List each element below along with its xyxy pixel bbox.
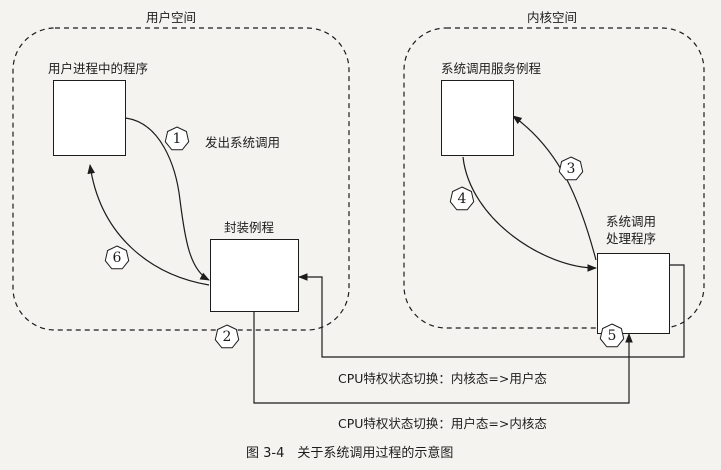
wrapper-routine-label: 封装例程: [224, 220, 275, 235]
user-program-box: [53, 80, 126, 156]
kernel-space-region: [403, 27, 705, 329]
kernel-space-title: 内核空间: [527, 10, 578, 25]
arrow-user-to-kernel: [253, 311, 633, 404]
syscall-handler-label-1: 系统调用: [606, 214, 657, 229]
service-routine-box: [441, 80, 514, 156]
user-space-region: [12, 27, 350, 331]
arrow-kernel-to-user: [298, 264, 685, 358]
switch-user-to-kernel-label: CPU特权状态切换：用户态=>内核态: [338, 416, 547, 431]
user-program-label: 用户进程中的程序: [48, 61, 149, 76]
service-routine-label: 系统调用服务例程: [441, 61, 542, 76]
arrow-step-4: [462, 156, 597, 272]
user-space-title: 用户空间: [146, 10, 197, 25]
arrow-step-3: [512, 115, 597, 261]
step-badge-3: 3: [558, 156, 584, 182]
step-badge-2: 2: [214, 324, 240, 350]
syscall-handler-label-2: 处理程序: [606, 231, 657, 246]
arrow-step-6: [87, 164, 210, 286]
step-badge-5: 5: [599, 323, 625, 349]
figure-caption: 图 3-4 关于系统调用过程的示意图: [246, 446, 454, 461]
wrapper-routine-box: [210, 239, 299, 312]
step-badge-6: 6: [104, 245, 130, 271]
step-badge-4: 4: [449, 186, 475, 212]
switch-kernel-to-user-label: CPU特权状态切换：内核态=>用户态: [338, 371, 547, 386]
step-badge-1: 1: [164, 126, 190, 152]
syscall-handler-box: [597, 253, 670, 334]
arrow-step-1: [124, 117, 210, 281]
issue-syscall-label: 发出系统调用: [205, 135, 281, 150]
